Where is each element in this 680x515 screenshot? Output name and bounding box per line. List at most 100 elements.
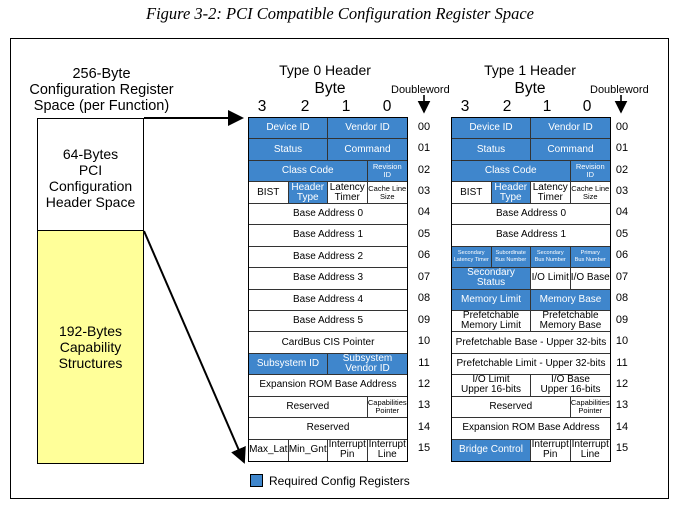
type0-register-row: Base Address 3 bbox=[249, 268, 407, 290]
type0-register-field: CardBus CIS Pointer bbox=[249, 332, 407, 354]
type1-register-field: Primary Bus Number bbox=[570, 246, 610, 269]
type0-dword-number: 00 bbox=[417, 120, 431, 133]
type0-register-row: Base Address 0 bbox=[249, 204, 407, 226]
type0-dword-number: 15 bbox=[417, 442, 431, 455]
type1-register-field: Bridge Control bbox=[452, 439, 531, 461]
type0-dword-number: 02 bbox=[417, 163, 431, 176]
type0-register-field: Revision ID bbox=[367, 160, 407, 183]
type1-dword-number: 00 bbox=[615, 120, 629, 133]
type0-register-field: Interrupt Line bbox=[368, 439, 406, 461]
type1-dword-number: 06 bbox=[615, 249, 629, 262]
config-space-title-line: Configuration Register bbox=[29, 82, 174, 98]
type1-register-field: Secondary Bus Number bbox=[531, 246, 571, 269]
type1-register-field: Base Address 0 bbox=[452, 204, 610, 226]
type0-dword-number: 07 bbox=[417, 270, 431, 283]
type1-dword-number: 03 bbox=[615, 185, 629, 198]
header-space-line: 64-Bytes bbox=[62, 146, 119, 162]
type1-register-field: Device ID bbox=[452, 118, 531, 140]
type0-register-field: Cache Line Size bbox=[367, 182, 407, 204]
type1-register-field: Prefetchable Base - Upper 32-bits bbox=[452, 332, 610, 354]
type0-byte-number: 0 bbox=[382, 98, 392, 115]
type0-dword-number: 13 bbox=[417, 399, 431, 412]
type0-register-row: Reserved bbox=[249, 418, 407, 440]
type1-register-field: Subordinate Bus Number bbox=[491, 246, 531, 269]
type0-register-field: Base Address 5 bbox=[249, 311, 407, 333]
type0-register-field: Interrupt Pin bbox=[328, 439, 368, 461]
type1-register-field: Capabilities Pointer bbox=[570, 397, 610, 419]
type0-register-row: Base Address 2 bbox=[249, 247, 407, 269]
type0-register-row: Base Address 4 bbox=[249, 290, 407, 311]
type1-doubleword-label: Doubleword bbox=[590, 84, 649, 96]
type1-register-field: Interrupt Line bbox=[571, 439, 609, 461]
type1-register-field: Reserved bbox=[452, 396, 571, 419]
type0-dword-number: 06 bbox=[417, 249, 431, 262]
type1-dword-number: 11 bbox=[616, 356, 628, 369]
type0-register-field: Vendor ID bbox=[328, 118, 407, 140]
type1-byte-number: 2 bbox=[502, 98, 512, 115]
type0-register-field: Base Address 3 bbox=[249, 268, 407, 290]
type1-register-row: Base Address 1 bbox=[452, 225, 610, 247]
diagram-frame bbox=[10, 38, 669, 499]
type1-register-field: Base Address 1 bbox=[452, 225, 610, 247]
type0-dword-number: 01 bbox=[417, 142, 431, 155]
type0-register-row: CardBus CIS Pointer bbox=[249, 332, 407, 354]
type1-byte-number: 1 bbox=[542, 98, 552, 115]
capability-line: Capability bbox=[59, 339, 122, 355]
legend-swatch bbox=[250, 474, 263, 487]
type0-register-field: Reserved bbox=[249, 396, 368, 419]
type1-dword-number: 15 bbox=[615, 442, 629, 455]
type0-register-field: Base Address 4 bbox=[249, 290, 407, 311]
type0-register-row: Base Address 1 bbox=[249, 225, 407, 247]
type1-register-field: Prefetchable Memory Base bbox=[531, 311, 610, 333]
config-space-title: 256-Byte Configuration Register Space (p… bbox=[14, 66, 189, 114]
legend-label: Required Config Registers bbox=[269, 474, 410, 488]
type1-register-field: Latency Timer bbox=[531, 182, 571, 204]
capability-line: 192-Bytes bbox=[58, 323, 123, 339]
type1-dword-number: 12 bbox=[615, 377, 629, 390]
type1-register-field: Prefetchable Memory Limit bbox=[452, 310, 531, 333]
type0-dword-number: 05 bbox=[417, 227, 431, 240]
type1-register-field: Memory Limit bbox=[452, 289, 531, 311]
type0-doubleword-label: Doubleword bbox=[391, 84, 450, 96]
type1-register-field: Revision ID bbox=[570, 160, 610, 183]
type0-dword-number: 09 bbox=[417, 313, 431, 326]
type1-register-field: Header Type bbox=[491, 182, 531, 204]
type1-dword-number: 01 bbox=[615, 142, 629, 155]
header-space-line: PCI Configuration bbox=[48, 162, 133, 194]
config-space-title-line: Space (per Function) bbox=[33, 98, 170, 114]
type0-dword-number: 11 bbox=[418, 356, 430, 369]
type0-byte-number: 2 bbox=[300, 98, 310, 115]
type0-register-field: Min_Gnt bbox=[289, 439, 328, 461]
type1-register-field: Vendor ID bbox=[531, 118, 610, 140]
type0-dword-number: 03 bbox=[417, 185, 431, 198]
type0-register-field: Capabilities Pointer bbox=[367, 397, 407, 419]
type1-dword-number: 14 bbox=[615, 420, 629, 433]
type1-register-field: Secondary Status bbox=[452, 268, 531, 290]
type0-byte-number: 1 bbox=[341, 98, 351, 115]
type1-byte-label: Byte bbox=[514, 80, 546, 97]
type0-register-field: Base Address 2 bbox=[249, 247, 407, 269]
type0-register-field: Device ID bbox=[249, 118, 328, 140]
type1-dword-number: 02 bbox=[615, 163, 629, 176]
type0-register-field: Header Type bbox=[288, 182, 328, 204]
type1-register-field: Memory Base bbox=[531, 289, 610, 311]
type0-register-field: Latency Timer bbox=[328, 182, 368, 204]
type0-register-field: Expansion ROM Base Address bbox=[249, 375, 407, 397]
capability-structures-block: 192-Bytes Capability Structures bbox=[37, 231, 144, 464]
